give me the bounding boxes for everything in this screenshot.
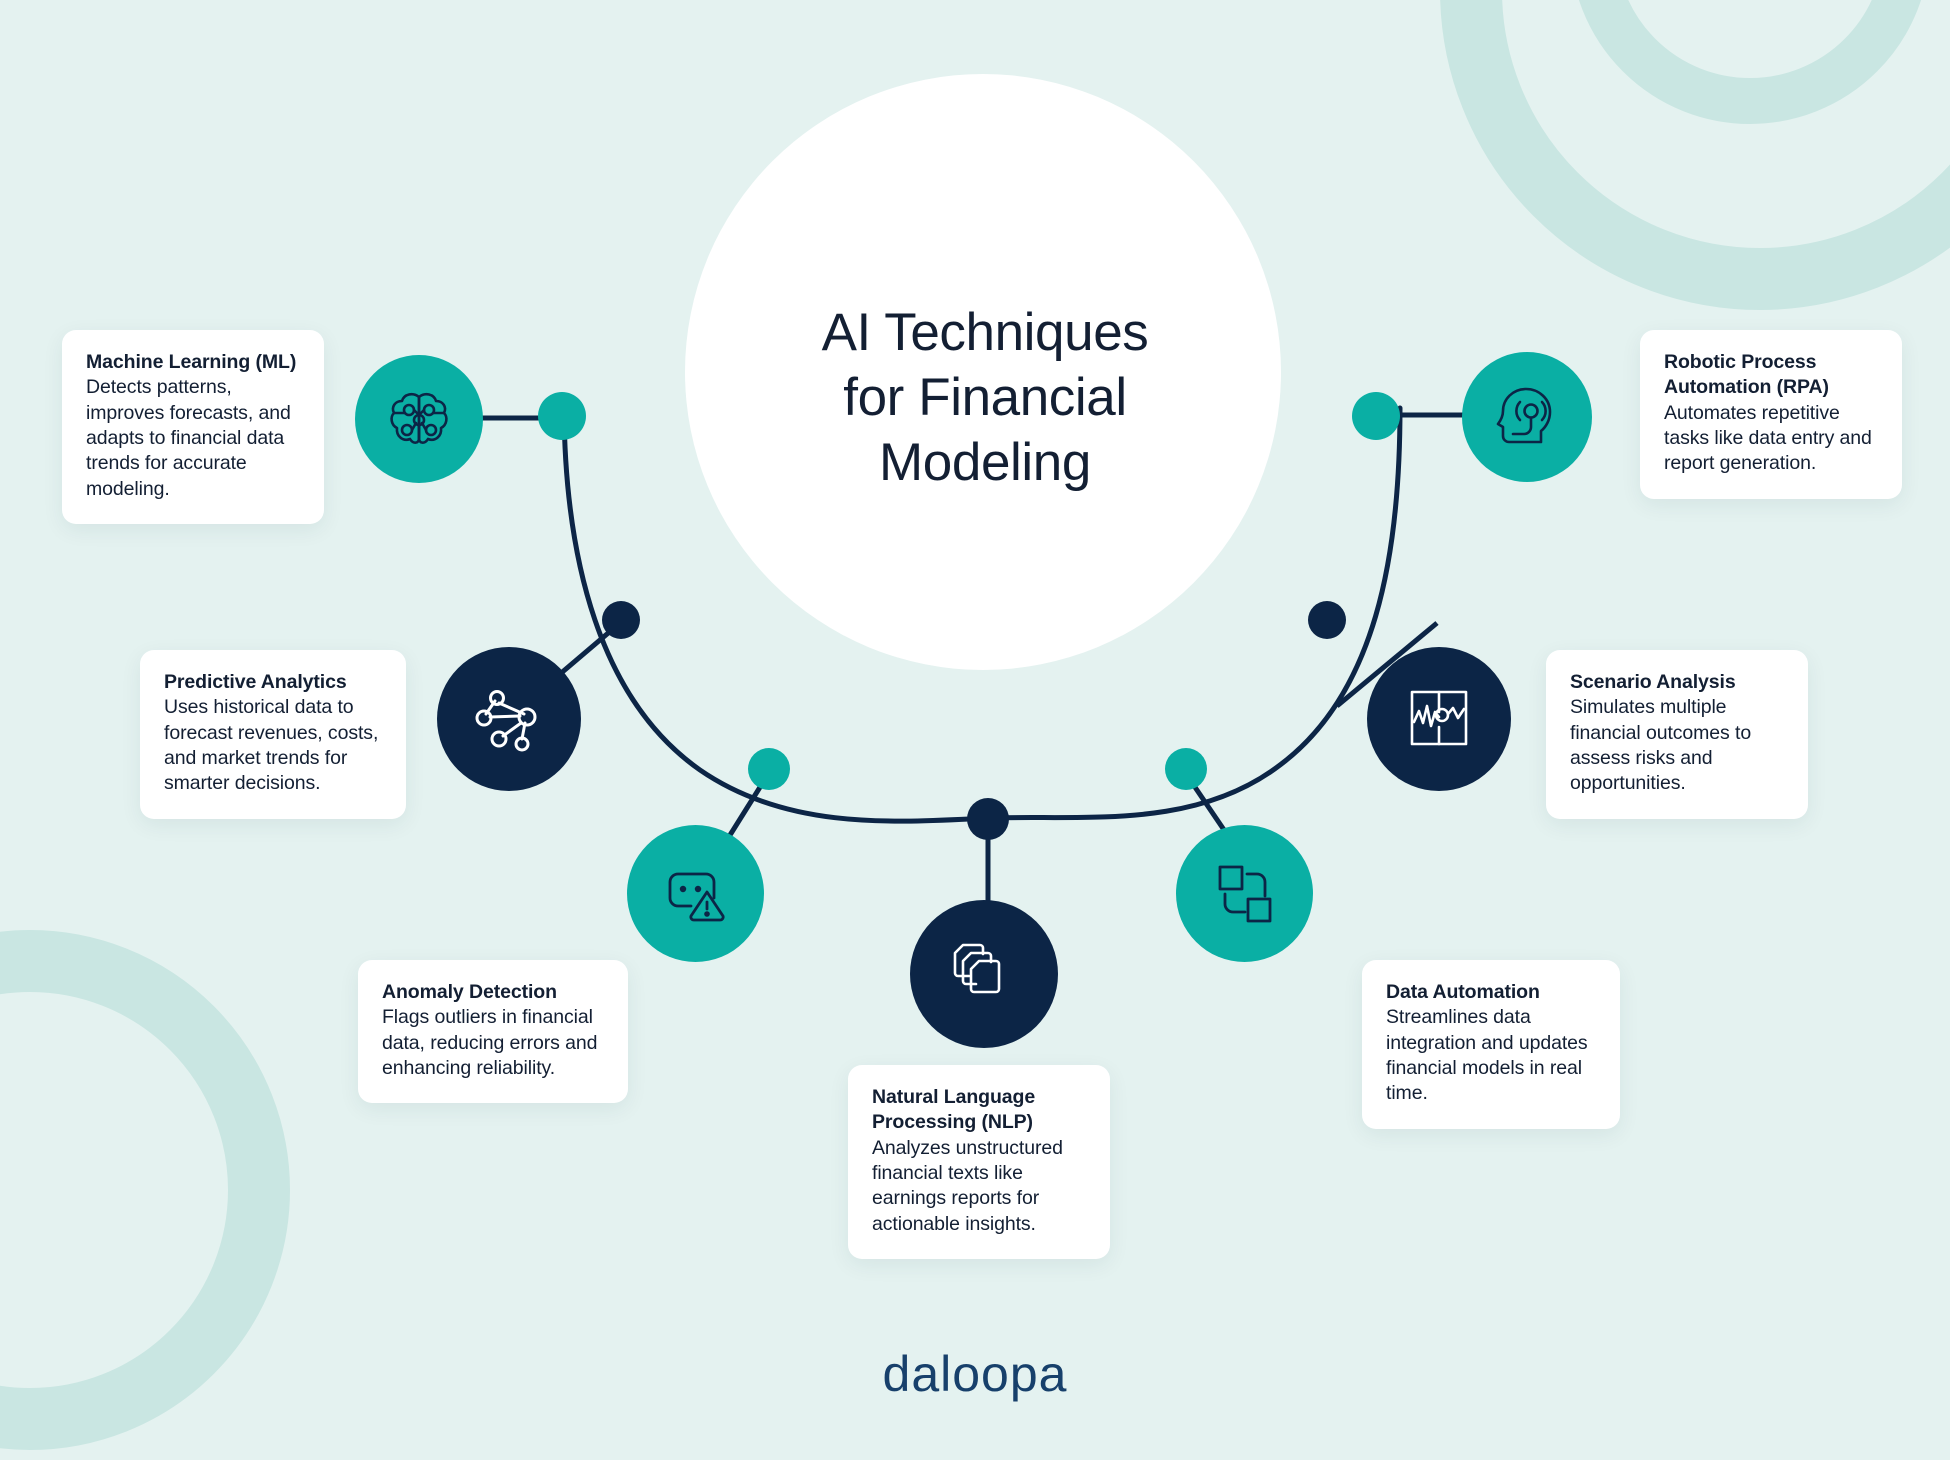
brand-logo-text: daloopa [882,1346,1068,1402]
card-title-data-automation: Data Automation [1386,981,1540,1003]
connector-dot-anomaly-detection [748,748,790,790]
card-title-machine-learning: Machine Learning (ML) [86,351,297,373]
page-title-line-3: Modeling [879,433,1091,493]
card-body-robotic-process-automation: Automates repetitive tasks like data ent… [1664,401,1872,475]
card-title-robotic-process-automation: Robotic Process Automation (RPA) [1664,351,1829,399]
node-bubble-machine-learning[interactable] [355,355,483,483]
workflow-loop-icon [1206,855,1284,933]
node-bubble-data-automation[interactable] [1176,825,1313,962]
connector-dot-predictive-analytics [602,601,640,639]
card-title-scenario-analysis: Scenario Analysis [1570,671,1736,693]
card-body-machine-learning: Detects patterns, improves forecasts, an… [86,376,291,500]
card-body-data-automation: Streamlines data integration and updates… [1386,1006,1588,1105]
card-title-anomaly-detection: Anomaly Detection [382,981,557,1003]
chart-volatility-icon [1398,678,1480,760]
card-predictive-analytics[interactable]: Predictive Analytics Uses historical dat… [140,650,406,819]
card-title-natural-language-processing: Natural Language Processing (NLP) [872,1086,1036,1134]
connector-dot-natural-language-processing [967,798,1009,840]
decorative-ring-top-right-small [1570,0,1930,124]
node-bubble-predictive-analytics[interactable] [437,647,581,791]
connector-dot-scenario-analysis [1308,601,1346,639]
head-signal-icon [1489,379,1565,455]
card-body-scenario-analysis: Simulates multiple financial outcomes to… [1570,696,1752,795]
node-bubble-robotic-process-automation[interactable] [1462,352,1592,482]
connector-dot-machine-learning [538,392,586,440]
page-title: AI Techniques for Financial Modeling [700,300,1270,496]
stacked-documents-icon [942,932,1026,1016]
page-title-line-2: for Financial [843,368,1127,428]
card-natural-language-processing[interactable]: Natural Language Processing (NLP) Analyz… [848,1065,1110,1260]
brand-logo: daloopa [0,1345,1950,1403]
connector-dot-data-automation [1165,748,1207,790]
decorative-ring-top-right [1440,0,1950,310]
alert-panel-icon [656,854,736,934]
node-bubble-natural-language-processing[interactable] [910,900,1058,1048]
card-machine-learning[interactable]: Machine Learning (ML) Detects patterns, … [62,330,324,525]
node-bubble-anomaly-detection[interactable] [627,825,764,962]
card-body-natural-language-processing: Analyzes unstructured financial texts li… [872,1136,1063,1235]
card-robotic-process-automation[interactable]: Robotic Process Automation (RPA) Automat… [1640,330,1902,499]
node-bubble-scenario-analysis[interactable] [1367,647,1511,791]
card-body-anomaly-detection: Flags outliers in financial data, reduci… [382,1006,598,1080]
card-title-predictive-analytics: Predictive Analytics [164,671,347,693]
page-title-line-1: AI Techniques [821,303,1149,362]
card-data-automation[interactable]: Data Automation Streamlines data integra… [1362,960,1620,1129]
card-anomaly-detection[interactable]: Anomaly Detection Flags outliers in fina… [358,960,628,1104]
card-scenario-analysis[interactable]: Scenario Analysis Simulates multiple fin… [1546,650,1808,819]
connector-dot-robotic-process-automation [1352,392,1400,440]
card-body-predictive-analytics: Uses historical data to forecast revenue… [164,696,379,795]
brain-circuit-icon [383,383,455,455]
network-nodes-icon [467,677,551,761]
